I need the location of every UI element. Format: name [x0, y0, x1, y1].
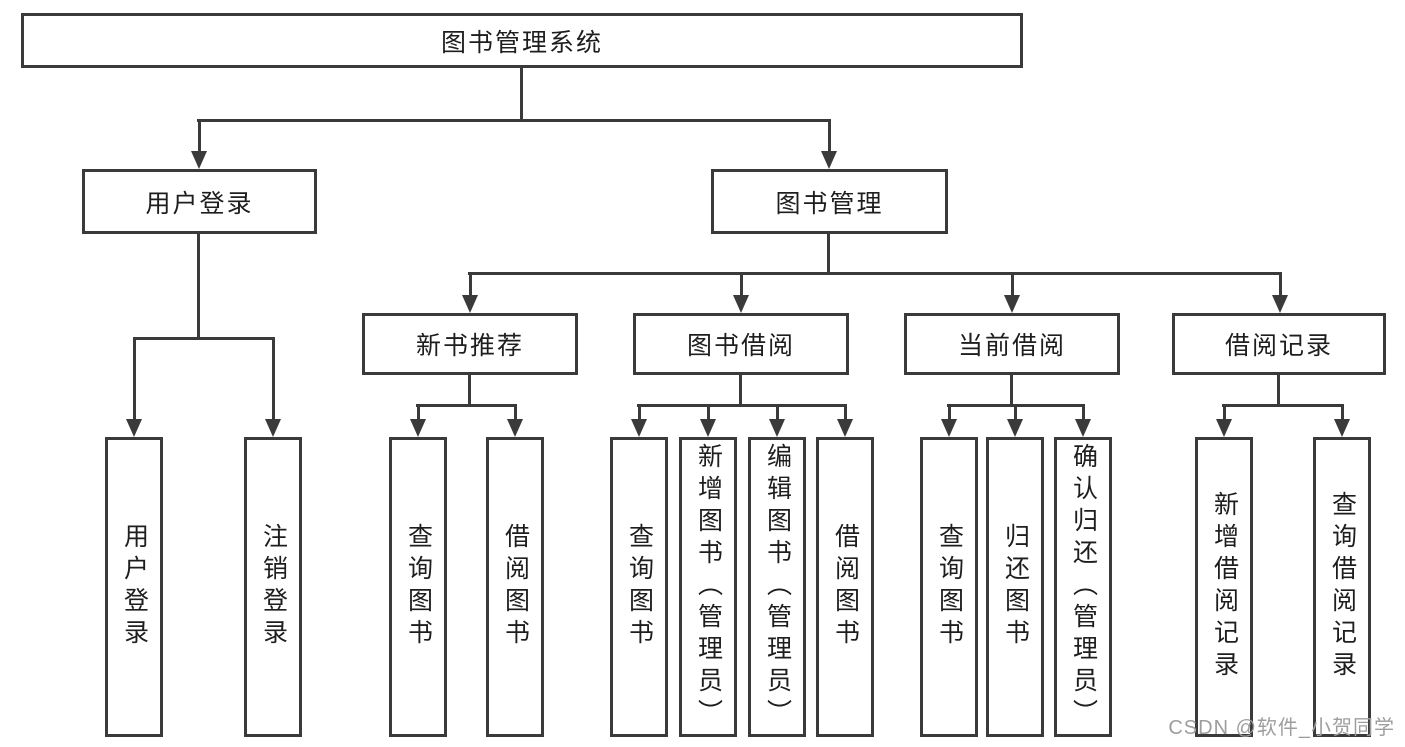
connector-borrowing-horizontal [637, 404, 847, 407]
arrow-to-borrow-borrow [837, 404, 853, 437]
node-leaf-newbook-borrow-books: 借阅图书 [486, 437, 544, 737]
connector-root-stem [520, 67, 523, 121]
arrow-to-current-borrowing [1004, 272, 1020, 313]
arrow-to-new-book-recommend [462, 272, 478, 313]
node-leaf-newbook-query-books: 查询图书 [389, 437, 447, 737]
node-borrowing-records: 借阅记录 [1172, 313, 1386, 375]
connector-book-mgmt-horizontal [468, 272, 1282, 275]
connector-new-book-stem [468, 374, 471, 406]
arrow-to-records-add [1216, 404, 1232, 437]
node-leaf-current-return-books: 归还图书 [986, 437, 1044, 737]
node-leaf-records-add-record: 新增借阅记录 [1195, 437, 1253, 737]
node-leaf-current-confirm-return-admin: 确认归还（管理员） [1054, 437, 1112, 737]
connector-root-horizontal [197, 119, 831, 122]
arrow-to-leaf-user-login [126, 337, 142, 437]
node-library-management-system: 图书管理系统 [21, 13, 1023, 68]
node-leaf-records-query-record: 查询借阅记录 [1313, 437, 1371, 737]
csdn-watermark: CSDN @软件_小贺同学 [1168, 717, 1395, 739]
arrow-to-newbook-borrow [507, 404, 523, 437]
node-leaf-borrow-borrow-books: 借阅图书 [816, 437, 874, 737]
connector-user-login-horizontal [133, 337, 275, 340]
connector-new-book-horizontal [416, 404, 517, 407]
arrow-to-newbook-query [410, 404, 426, 437]
node-user-login-branch: 用户登录 [82, 169, 317, 234]
arrow-to-book-borrowing [733, 272, 749, 313]
node-leaf-borrow-add-book-admin: 新增图书（管理员） [679, 437, 737, 737]
connector-current-stem [1010, 374, 1013, 406]
connector-borrowing-stem [739, 374, 742, 406]
connector-records-stem [1277, 374, 1280, 406]
arrow-to-borrow-query [631, 404, 647, 437]
arrow-to-borrow-add [700, 404, 716, 437]
node-leaf-logout: 注销登录 [244, 437, 302, 737]
arrow-to-borrow-edit [769, 404, 785, 437]
arrow-to-leaf-logout [265, 337, 281, 437]
connector-records-horizontal [1222, 404, 1344, 407]
node-book-management-branch: 图书管理 [711, 169, 948, 234]
arrow-to-current-confirm [1075, 404, 1091, 437]
arrow-to-current-query [941, 404, 957, 437]
node-leaf-user-login: 用户登录 [105, 437, 163, 737]
connector-book-mgmt-stem [827, 233, 830, 274]
node-leaf-current-query-books: 查询图书 [920, 437, 978, 737]
arrow-to-current-return [1007, 404, 1023, 437]
node-leaf-borrow-query-books: 查询图书 [610, 437, 668, 737]
arrow-to-user-login-branch [191, 119, 207, 169]
arrow-to-records-query [1334, 404, 1350, 437]
node-current-borrowing: 当前借阅 [904, 313, 1120, 375]
connector-user-login-stem [197, 233, 200, 339]
arrow-to-borrowing-records [1272, 272, 1288, 313]
node-book-borrowing: 图书借阅 [633, 313, 849, 375]
arrow-to-book-management-branch [821, 119, 837, 169]
node-new-book-recommend: 新书推荐 [362, 313, 578, 375]
node-leaf-borrow-edit-book-admin: 编辑图书（管理员） [748, 437, 806, 737]
